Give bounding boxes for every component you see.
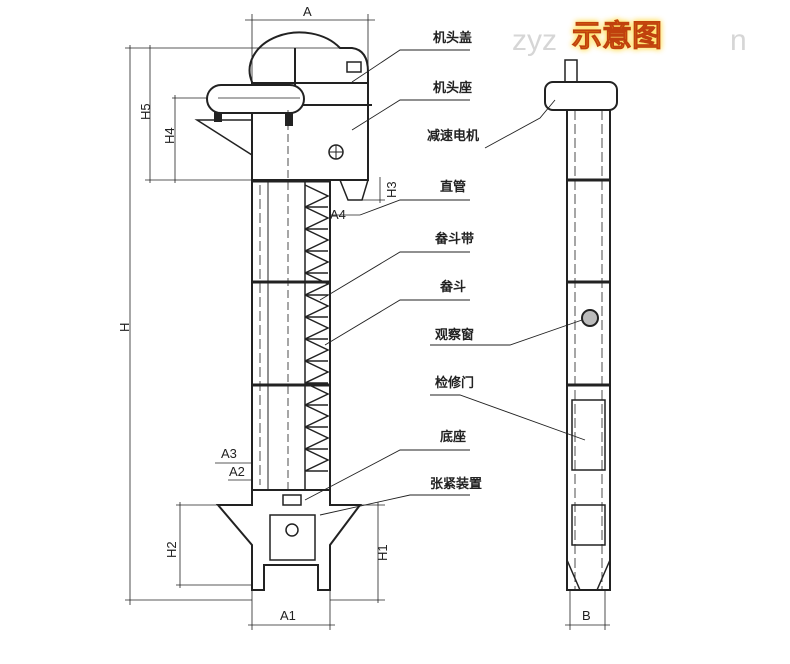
diagram-title: 示意图 bbox=[572, 19, 662, 54]
motor-bracket bbox=[194, 119, 253, 157]
label-bucket-belt: 畚斗带 bbox=[434, 231, 474, 247]
watermark-left: zyz bbox=[512, 24, 557, 57]
side-inspection-door bbox=[571, 399, 606, 471]
dim-H2: H2 bbox=[164, 541, 179, 558]
dim-H5: H5 bbox=[138, 103, 153, 120]
dim-H3: H3 bbox=[384, 181, 399, 198]
label-observation-window: 观察窗 bbox=[435, 327, 474, 343]
head-cover bbox=[248, 31, 369, 181]
dim-A4: A4 bbox=[330, 207, 346, 222]
dim-A3: A3 bbox=[221, 446, 237, 461]
label-straight-pipe: 直管 bbox=[440, 179, 466, 195]
side-casing bbox=[566, 109, 611, 591]
label-bucket: 畚斗 bbox=[439, 279, 466, 295]
watermark-right: n bbox=[730, 24, 747, 57]
casing bbox=[251, 179, 331, 491]
label-base: 底座 bbox=[440, 429, 466, 445]
drive-motor bbox=[206, 84, 305, 114]
dim-B: B bbox=[582, 608, 591, 623]
dim-H4: H4 bbox=[162, 127, 177, 144]
front-view bbox=[194, 31, 372, 591]
dim-A2: A2 bbox=[229, 464, 245, 479]
dimension-lines bbox=[125, 14, 610, 630]
label-reducer-motor: 减速电机 bbox=[427, 128, 479, 144]
label-inspection-door: 检修门 bbox=[435, 375, 474, 391]
discharge-chute bbox=[338, 179, 370, 201]
dim-A1: A1 bbox=[280, 608, 296, 623]
label-tensioner: 张紧装置 bbox=[430, 476, 482, 492]
leader-lines bbox=[304, 49, 586, 516]
dim-H1: H1 bbox=[375, 544, 390, 561]
tension-device bbox=[269, 514, 316, 561]
dim-H: H bbox=[117, 323, 132, 332]
side-view bbox=[544, 59, 618, 591]
label-head-seat: 机头座 bbox=[433, 80, 472, 96]
side-motor bbox=[544, 81, 618, 111]
bucket-chain bbox=[304, 184, 330, 472]
label-head-cover: 机头盖 bbox=[433, 30, 472, 46]
side-observation-window bbox=[581, 309, 599, 327]
dim-A: A bbox=[303, 4, 312, 19]
vent-cap bbox=[346, 61, 362, 73]
